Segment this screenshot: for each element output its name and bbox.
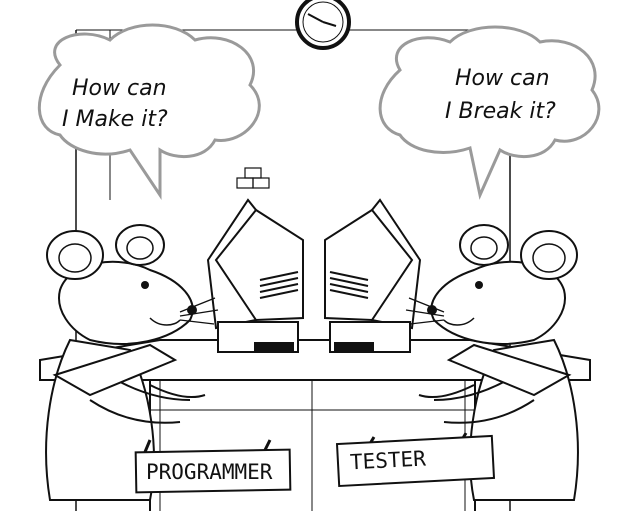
programmer-sign: PROGRAMMER: [134, 439, 292, 494]
left-monitor: [207, 199, 304, 353]
left-bubble-line2: I Make it?: [62, 107, 168, 132]
programmer-sign-label: PROGRAMMER: [146, 460, 273, 484]
tester-sign: TESTER: [335, 432, 496, 488]
right-keyboard: [418, 343, 572, 398]
right-bubble-line2: I Break it?: [445, 99, 556, 124]
right-thought-bubble: How can I Break it?: [378, 25, 601, 200]
clock-icon: [295, 0, 351, 50]
tester-sign-label: TESTER: [349, 446, 426, 474]
left-keyboard: [52, 343, 206, 398]
left-bubble-line1: How can: [72, 76, 167, 101]
right-monitor: [324, 199, 421, 353]
left-thought-bubble: How can I Make it?: [37, 23, 261, 200]
right-bubble-line1: How can: [455, 66, 550, 91]
